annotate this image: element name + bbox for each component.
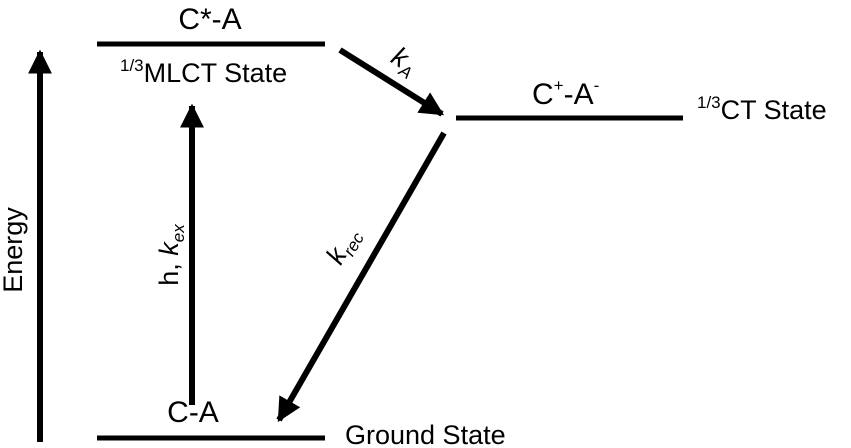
charge-transfer-label: kA bbox=[384, 41, 423, 83]
excitation-label: h, kex bbox=[154, 224, 188, 286]
mlct-state-label: 1/3MLCT State bbox=[120, 56, 287, 88]
recombination-label: krec bbox=[320, 221, 368, 271]
ground-state-label: Ground State bbox=[345, 420, 506, 448]
charge-transfer-arrow bbox=[338, 47, 445, 117]
mlct-species-label: C*-A bbox=[178, 3, 241, 36]
ct-species-label: C+-A- bbox=[532, 76, 599, 111]
ct-state-label: 1/3CT State bbox=[697, 93, 827, 125]
recombination-arrow bbox=[276, 131, 447, 423]
energy-axis-label: Energy bbox=[0, 207, 28, 293]
